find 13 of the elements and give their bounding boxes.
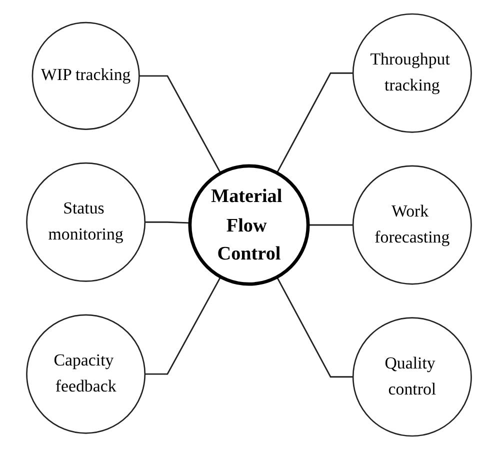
node-circle: Status monitoring [26, 162, 146, 282]
node-circle: Material Flow Control [188, 164, 310, 286]
node-circle: Throughput tracking [352, 13, 472, 133]
node-circle: WIP tracking [32, 22, 140, 130]
node-circle: Quality control [352, 317, 472, 437]
connector [276, 72, 354, 174]
connector [139, 75, 222, 174]
connector [276, 276, 354, 378]
connector [144, 221, 190, 224]
node-circle: Work forecasting [352, 165, 472, 285]
node-circle: Capacity feedback [26, 314, 146, 434]
connector [144, 276, 222, 375]
connector [308, 224, 354, 226]
